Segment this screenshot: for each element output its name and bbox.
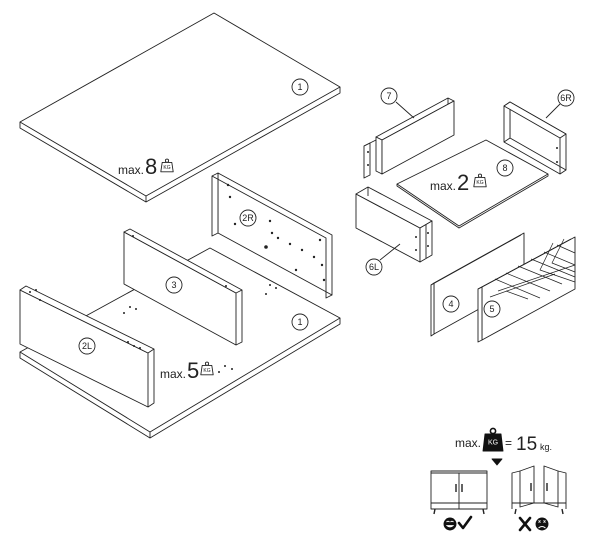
svg-text:15: 15 [516,434,537,455]
svg-text:max.5: max.5 [160,358,199,383]
weight-kg-icon: KG [200,361,214,376]
svg-text:KG: KG [163,165,170,171]
part-label-4: 4 [442,295,460,313]
svg-text:5: 5 [489,304,494,314]
part-label-1-top: 1 [291,78,309,96]
part-label-6r: 6R [557,89,575,107]
part-label-8: 8 [496,159,514,177]
side-panel-2r [211,172,333,299]
arrow-down-icon [491,458,503,466]
drawer-side-6l [355,186,433,263]
drawer-end-strip [363,139,377,179]
part-label-7: 7 [380,87,398,105]
frown-cross-icon [518,516,549,532]
svg-text:3: 3 [171,280,176,290]
svg-text:4: 4 [448,299,453,309]
svg-text:2L: 2L [82,341,92,351]
leader-6l [379,243,401,261]
weight-kg-icon: KG [482,427,504,452]
part-label-1-bottom: 1 [291,313,309,331]
top-panel [19,12,341,203]
svg-text:1: 1 [297,317,302,327]
smiley-check-icon [443,515,473,531]
svg-text:max.8: max.8 [118,154,157,179]
svg-text:6R: 6R [560,93,572,103]
load-label-top: max.8 KG [118,154,174,179]
weight-kg-icon: KG [160,158,174,173]
part-label-5: 5 [483,300,501,318]
part-label-6l: 6L [365,258,383,276]
svg-text:KG: KG [488,440,498,447]
load-label-drawer: max.2 KG [430,170,487,195]
cabinet-wrong [511,465,567,515]
total-load-label: max. KG = 15 kg. [455,427,552,455]
load-label-bottom: max.5 KG [160,358,214,383]
part-label-3: 3 [165,276,183,294]
part-label-2l: 2L [78,337,96,355]
svg-text:max.: max. [455,436,481,450]
drawer-side-6r [503,101,567,175]
svg-text:KG: KG [203,368,210,374]
part-label-2r: 2R [239,209,257,227]
svg-text:kg.: kg. [540,442,552,452]
drawer-back-7 [375,97,455,175]
weight-kg-icon: KG [473,173,487,188]
svg-text:=: = [505,436,512,450]
svg-text:KG: KG [476,180,483,186]
door-5 [477,236,576,343]
cabinet-correct [430,470,488,515]
svg-text:8: 8 [502,163,507,173]
leader-7 [395,101,415,119]
svg-text:max.2: max.2 [430,170,469,195]
svg-text:6L: 6L [369,262,379,272]
svg-text:7: 7 [386,91,391,101]
svg-text:2R: 2R [242,213,254,223]
svg-text:1: 1 [297,82,302,92]
leader-6r [545,103,561,119]
